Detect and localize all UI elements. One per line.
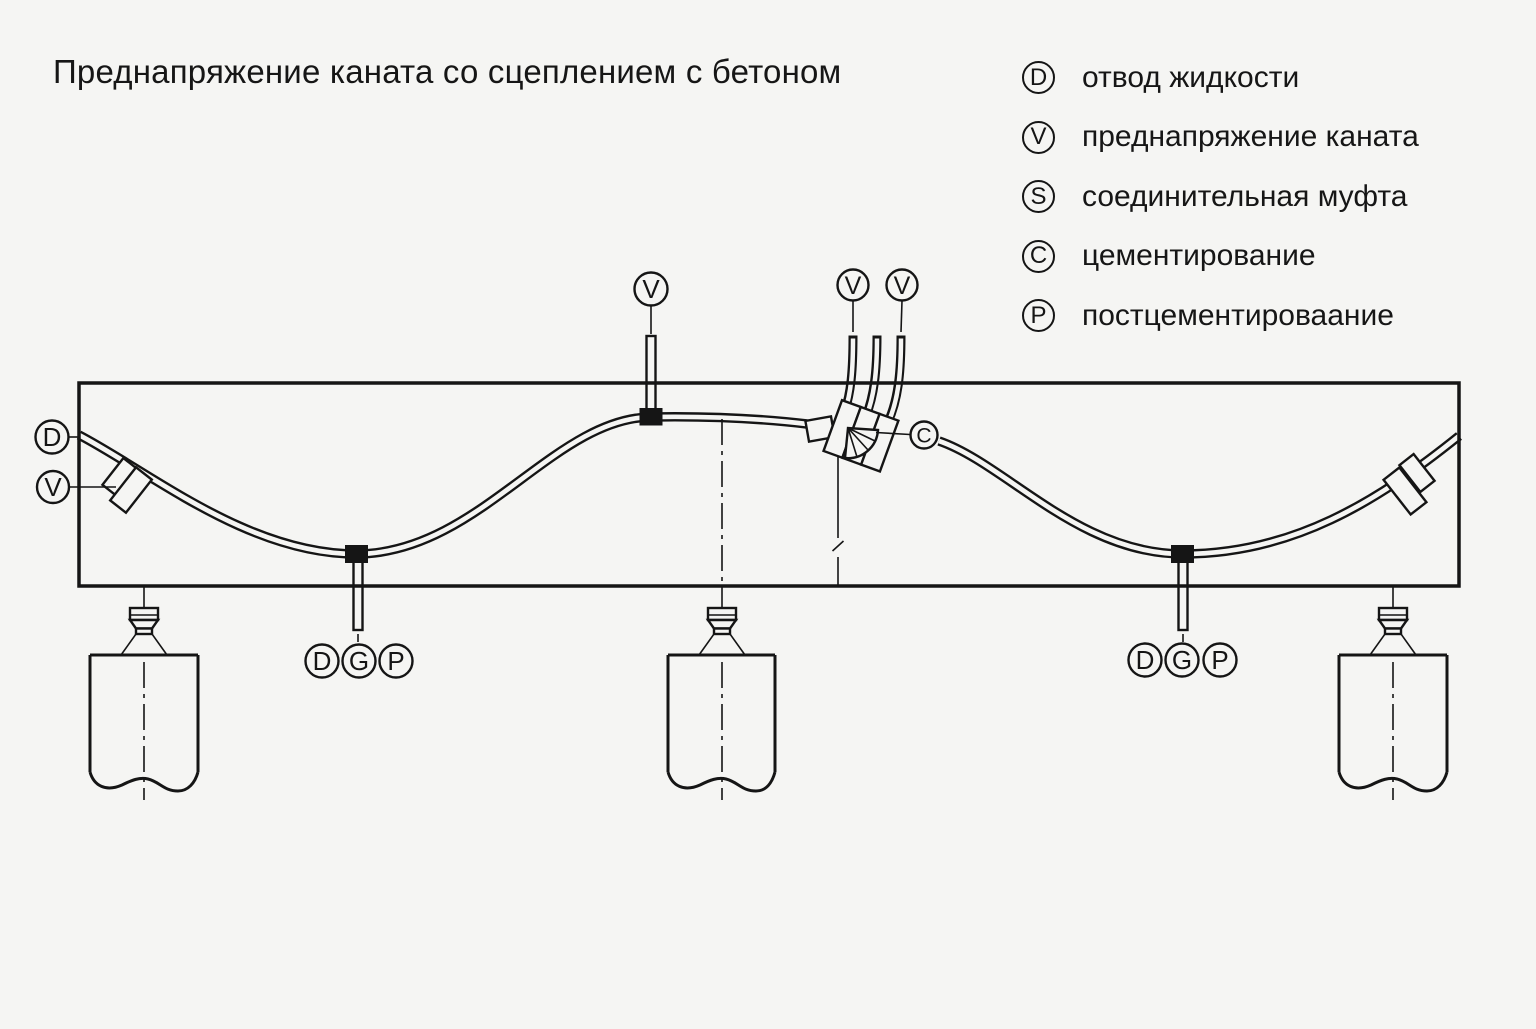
marker-vent-coupler-left: V	[836, 268, 870, 302]
legend-label-coupler: соединительная муфта	[1082, 179, 1408, 213]
legend-symbol-p: P	[1022, 299, 1055, 332]
marker-vent-coupler-right: V	[885, 268, 919, 302]
svg-text:G: G	[349, 646, 369, 676]
anchorage-left	[100, 456, 154, 515]
svg-text:C: C	[916, 425, 931, 448]
svg-text:P: P	[387, 646, 404, 676]
legend-symbol-c: C	[1022, 239, 1055, 273]
svg-text:D: D	[1136, 645, 1155, 675]
anchorage-right	[1381, 452, 1437, 517]
pier-left	[88, 653, 200, 800]
svg-text:D: D	[313, 646, 332, 676]
legend-row-prestress: V преднапряжение каната	[1022, 120, 1419, 154]
tendon-duct-left	[76, 412, 808, 559]
vent-tube-midspan	[645, 334, 657, 412]
legend: D отвод жидкости V преднапряжение каната…	[1022, 61, 1419, 359]
coupler-nose	[843, 426, 880, 460]
legend-row-grouting: C цементирование	[1022, 239, 1419, 273]
drain-tube-right	[1177, 556, 1189, 632]
saddle-block-left	[345, 545, 368, 563]
legend-label-grouting: цементирование	[1082, 239, 1316, 272]
tendon-duct-right	[937, 432, 1462, 559]
marker-vent-midspan: V	[633, 271, 669, 307]
pier-mid	[666, 653, 777, 800]
svg-text:V: V	[845, 272, 862, 300]
svg-text:V: V	[44, 472, 62, 502]
coupler-assembly	[803, 335, 911, 473]
svg-text:D: D	[43, 422, 62, 452]
drain-tube-left	[352, 556, 364, 632]
marker-prestress-left-end: V	[35, 469, 71, 505]
marker-grouting: C	[909, 420, 939, 450]
svg-text:V: V	[642, 274, 660, 304]
legend-row-coupler: S соединительная муфта	[1022, 180, 1419, 213]
saddle-block-midspan	[639, 408, 663, 426]
saddle-block-right	[1171, 545, 1194, 563]
marker-group-drain-right: D G P	[1127, 642, 1238, 678]
legend-symbol-s: S	[1022, 180, 1055, 213]
svg-text:P: P	[1211, 645, 1228, 675]
legend-label-postgrouting: постцементироваание	[1082, 298, 1394, 332]
centerline-coupler	[831, 456, 845, 585]
leader-lines	[68, 300, 1184, 642]
beam-outline	[77, 381, 1461, 588]
marker-group-drain-left: D G P	[304, 643, 414, 679]
bearing-left	[120, 587, 168, 656]
pier-right	[1337, 653, 1449, 800]
page-title: Преднапряжение каната со сцеплением с бе…	[53, 53, 842, 90]
legend-label-drain: отвод жидкости	[1082, 60, 1300, 94]
bearing-mid	[698, 587, 746, 656]
bearing-right	[1369, 587, 1417, 656]
legend-row-drain: D отвод жидкости	[1022, 61, 1419, 94]
legend-label-prestress: преднапряжение каната	[1082, 120, 1419, 153]
legend-row-postgrouting: P постцементироваание	[1022, 299, 1419, 332]
legend-symbol-v: V	[1022, 120, 1055, 154]
legend-symbol-d: D	[1022, 61, 1055, 94]
svg-text:V: V	[894, 272, 911, 300]
marker-drain-left-end: D	[34, 419, 70, 455]
grout-leader-line	[875, 431, 911, 436]
svg-text:G: G	[1172, 645, 1192, 675]
